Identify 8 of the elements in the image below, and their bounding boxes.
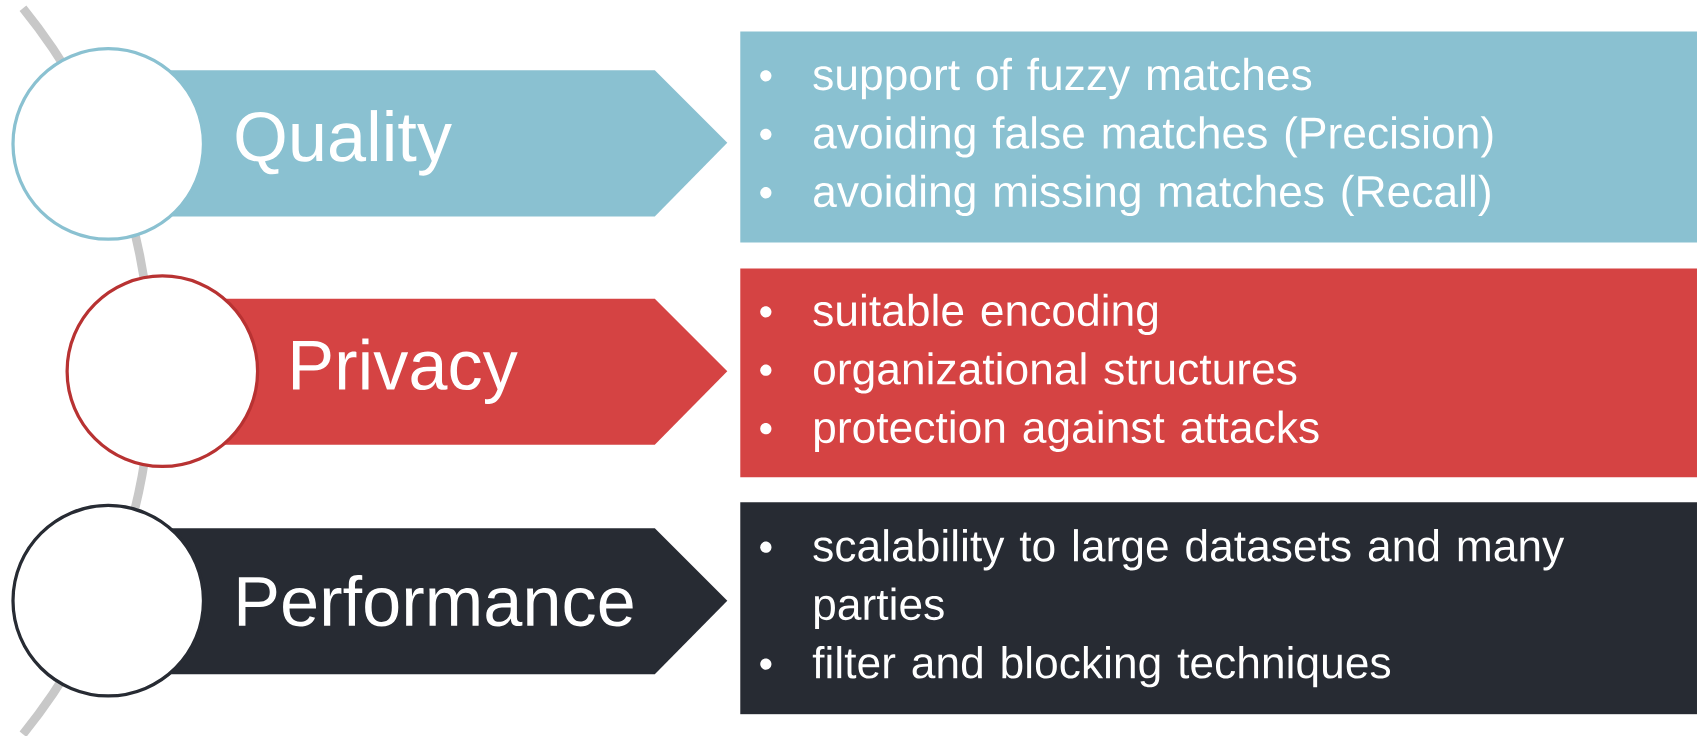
arrow-band: Performance	[162, 528, 728, 675]
circle	[65, 274, 260, 469]
arrow-band: Quality	[162, 70, 728, 217]
circle	[11, 503, 206, 698]
bullet-box: scalability to large datasets and many parties filter and blocking techniques	[740, 502, 1697, 715]
arrow-band: Privacy	[216, 298, 728, 445]
bullet-box: support of fuzzy matches avoiding false matches (Precision) avoiding missing matches (Recall)	[740, 31, 1697, 243]
bullet-box: suitable encoding organizational structures protection against attacks	[740, 268, 1697, 478]
